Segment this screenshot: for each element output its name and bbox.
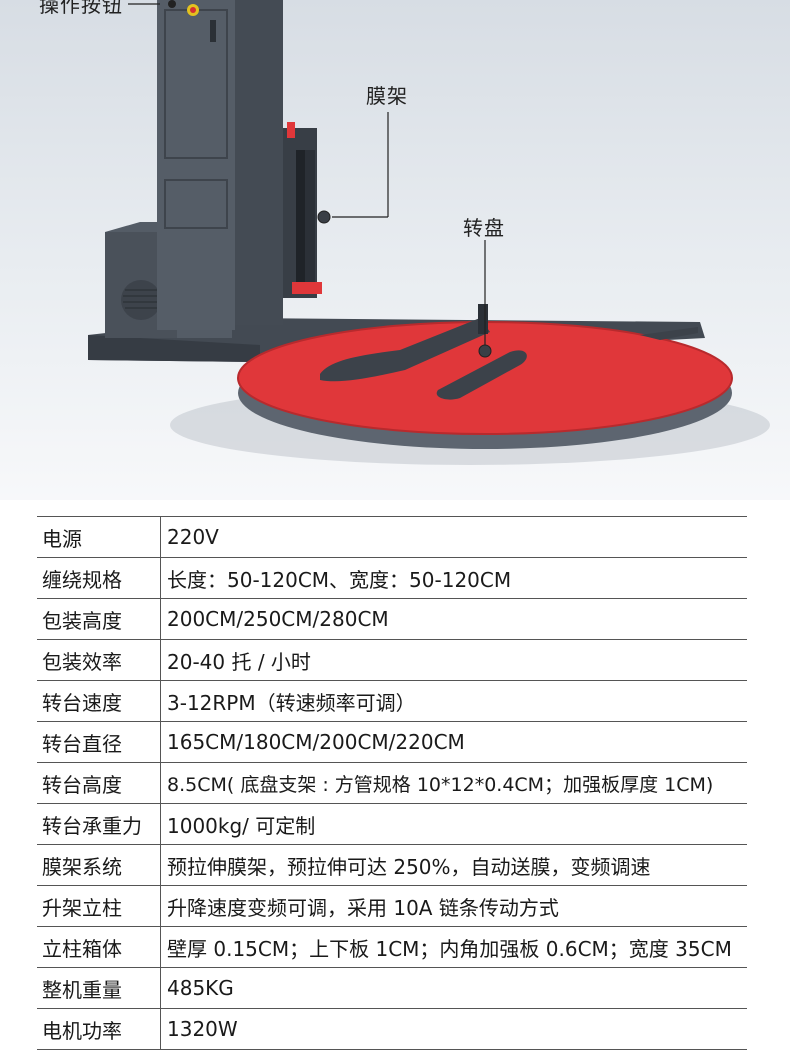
table-row: 立柱箱体壁厚 0.15CM；上下板 1CM；内角加强板 0.6CM；宽度 35C… xyxy=(37,926,747,968)
spec-value: 1320W xyxy=(160,1008,747,1050)
spec-label: 包装高度 xyxy=(37,598,161,640)
spec-label: 膜架系统 xyxy=(37,844,161,886)
table-row: 膜架系统预拉伸膜架，预拉伸可达 250%，自动送膜，变频调速 xyxy=(37,844,747,886)
callout-turntable: 转盘 xyxy=(463,216,505,240)
spec-label: 整机重量 xyxy=(37,967,161,1009)
spec-label: 电源 xyxy=(37,516,161,558)
spec-label: 转台速度 xyxy=(37,680,161,722)
spec-label: 立柱箱体 xyxy=(37,926,161,968)
spec-label: 包装效率 xyxy=(37,639,161,681)
spec-label: 转台高度 xyxy=(37,762,161,804)
spec-label: 升架立柱 xyxy=(37,885,161,927)
spec-label: 转台直径 xyxy=(37,721,161,763)
spec-value: 485KG xyxy=(160,967,747,1009)
table-row: 升架立柱升降速度变频可调，采用 10A 链条传动方式 xyxy=(37,885,747,927)
spec-label: 电机功率 xyxy=(37,1008,161,1050)
spec-value: 20-40 托 / 小时 xyxy=(160,639,747,681)
spec-value: 200CM/250CM/280CM xyxy=(160,598,747,640)
callout-film-rack: 膜架 xyxy=(366,84,408,108)
callout-buttons: 操作按钮 xyxy=(39,0,123,17)
spec-value: 长度：50-120CM、宽度：50-120CM xyxy=(160,557,747,599)
spec-value: 165CM/180CM/200CM/220CM xyxy=(160,721,747,763)
stretch-wrapper-illustration xyxy=(88,0,770,465)
product-image: 操作按钮 膜架 转盘 xyxy=(0,0,790,500)
spec-value: 预拉伸膜架，预拉伸可达 250%，自动送膜，变频调速 xyxy=(160,844,747,886)
spec-value: 8.5CM( 底盘支架 : 方管规格 10*12*0.4CM；加强板厚度 1CM… xyxy=(160,762,747,804)
spec-label: 缠绕规格 xyxy=(37,557,161,599)
spec-label: 转台承重力 xyxy=(37,803,161,845)
spec-value: 壁厚 0.15CM；上下板 1CM；内角加强板 0.6CM；宽度 35CM xyxy=(160,926,747,968)
table-row: 缠绕规格长度：50-120CM、宽度：50-120CM xyxy=(37,557,747,599)
spec-value: 升降速度变频可调，采用 10A 链条传动方式 xyxy=(160,885,747,927)
spec-value: 1000kg/ 可定制 xyxy=(160,803,747,845)
spec-value: 220V xyxy=(160,516,747,558)
spec-value: 3-12RPM（转速频率可调） xyxy=(160,680,747,722)
